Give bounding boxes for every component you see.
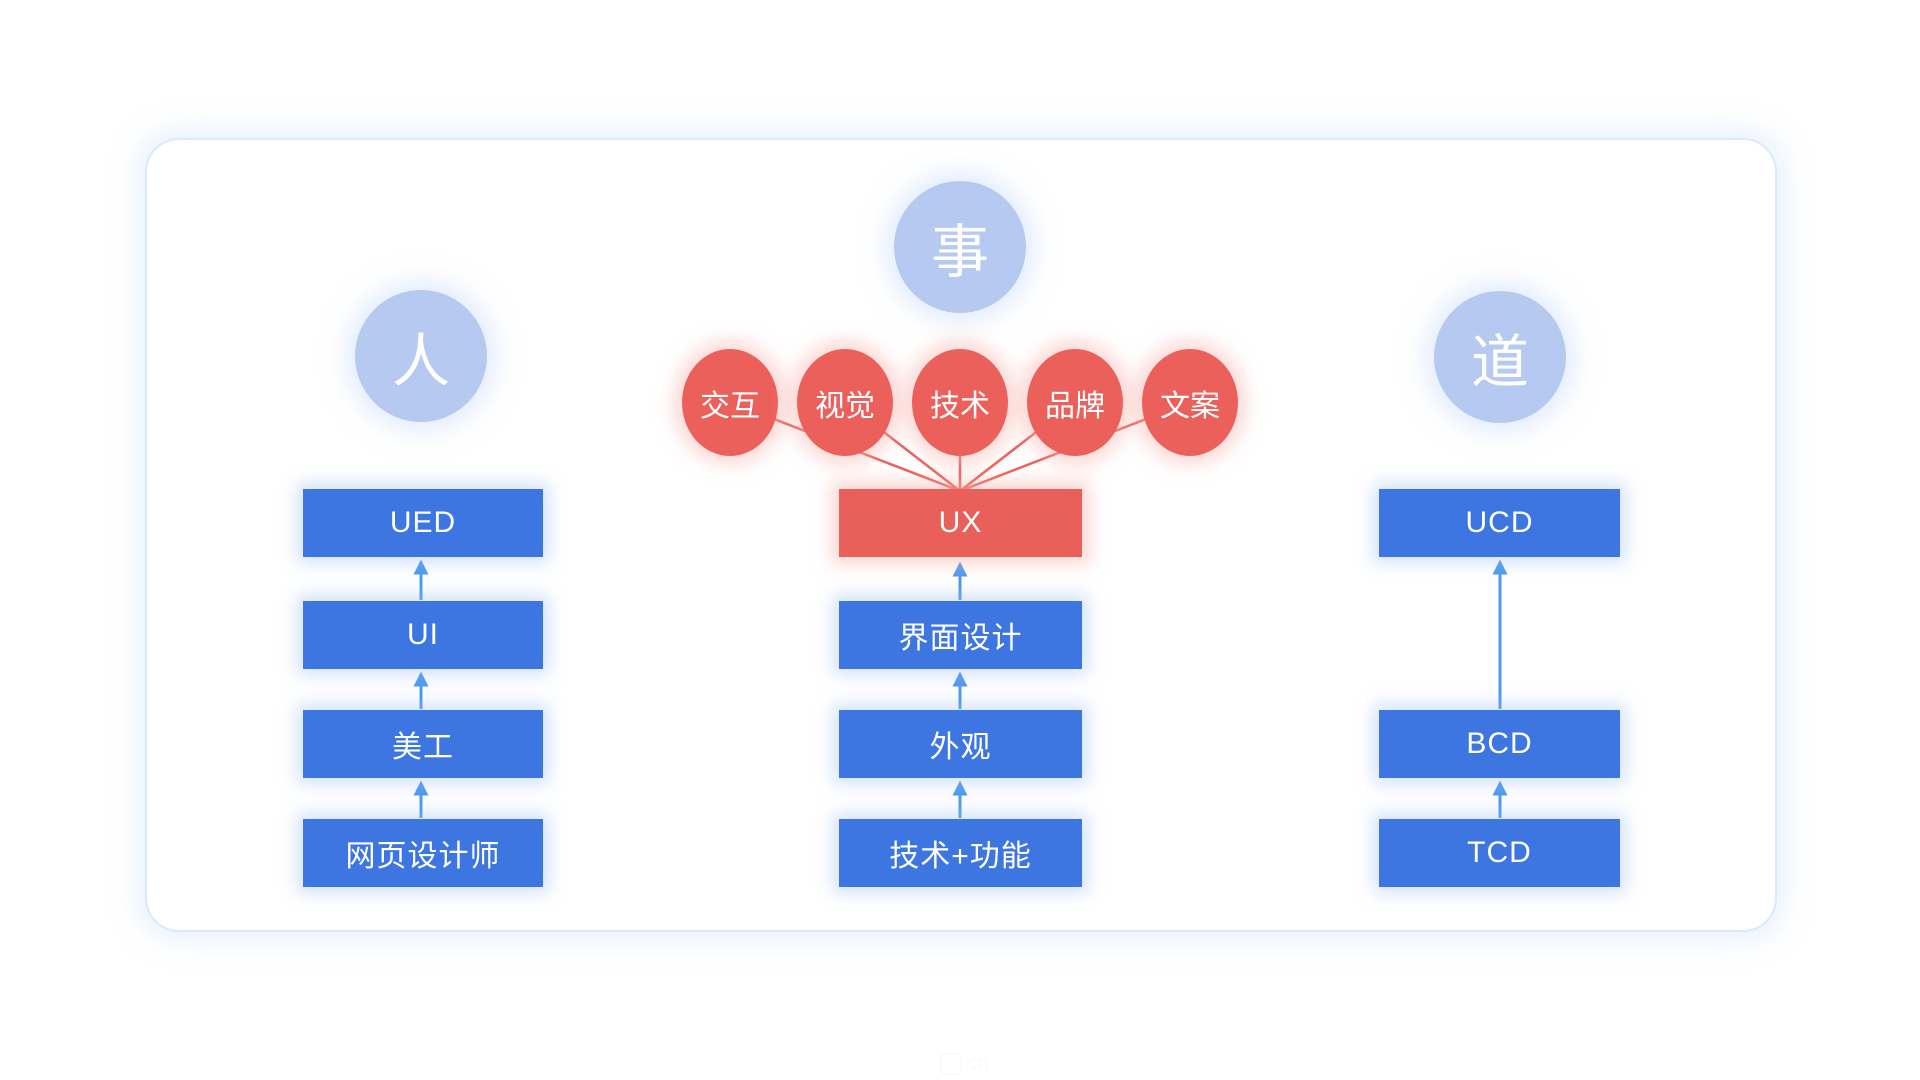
box-ui-label: UI	[407, 618, 439, 651]
box-art-worker-label: 美工	[392, 731, 454, 764]
box-art-worker: 美工	[303, 710, 543, 778]
box-tcd: TCD	[1379, 819, 1620, 887]
box-ued-label: UED	[389, 506, 457, 539]
bubble-interaction-label: 交互	[700, 389, 760, 423]
way-circle: 道	[1434, 291, 1566, 423]
box-tcd-label: TCD	[1467, 836, 1532, 869]
box-appearance: 外观	[839, 710, 1082, 778]
box-tech-function: 技术+功能	[839, 819, 1082, 887]
bubble-copywriting-label: 文案	[1160, 389, 1220, 423]
box-ux-hub-label: UX	[938, 506, 983, 539]
bubble-brand-label: 品牌	[1045, 389, 1105, 423]
box-ucd: UCD	[1379, 489, 1620, 557]
people-circle: 人	[355, 290, 487, 422]
bubble-technology: 技术	[912, 349, 1008, 456]
box-web-designer-label: 网页设计师	[345, 840, 501, 873]
bubble-visual-label: 视觉	[815, 389, 875, 423]
people-circle-label: 人	[391, 329, 450, 394]
box-bcd-label: BCD	[1466, 727, 1533, 760]
watermark-text: cn	[968, 1052, 990, 1074]
bubble-interaction: 交互	[682, 349, 778, 456]
box-tech-function-label: 技术+功能	[889, 840, 1032, 873]
bubble-visual: 视觉	[797, 349, 893, 456]
matter-circle-label: 事	[930, 220, 989, 285]
bubble-copywriting: 文案	[1142, 349, 1238, 456]
box-appearance-label: 外观	[929, 731, 992, 764]
box-ucd-label: UCD	[1465, 506, 1534, 539]
watermark-logo-icon	[940, 1052, 962, 1075]
matter-circle: 事	[894, 181, 1026, 313]
box-ui: UI	[303, 601, 543, 669]
way-circle-label: 道	[1470, 330, 1529, 395]
bubble-technology-label: 技术	[930, 389, 990, 423]
box-web-designer: 网页设计师	[303, 819, 543, 887]
box-interface-design: 界面设计	[839, 601, 1082, 669]
watermark: cn	[940, 1052, 989, 1075]
box-ued: UED	[303, 489, 543, 557]
bubble-brand: 品牌	[1027, 349, 1123, 456]
box-bcd: BCD	[1379, 710, 1620, 778]
box-ux-hub: UX	[839, 489, 1082, 557]
box-interface-design-label: 界面设计	[898, 622, 1023, 655]
